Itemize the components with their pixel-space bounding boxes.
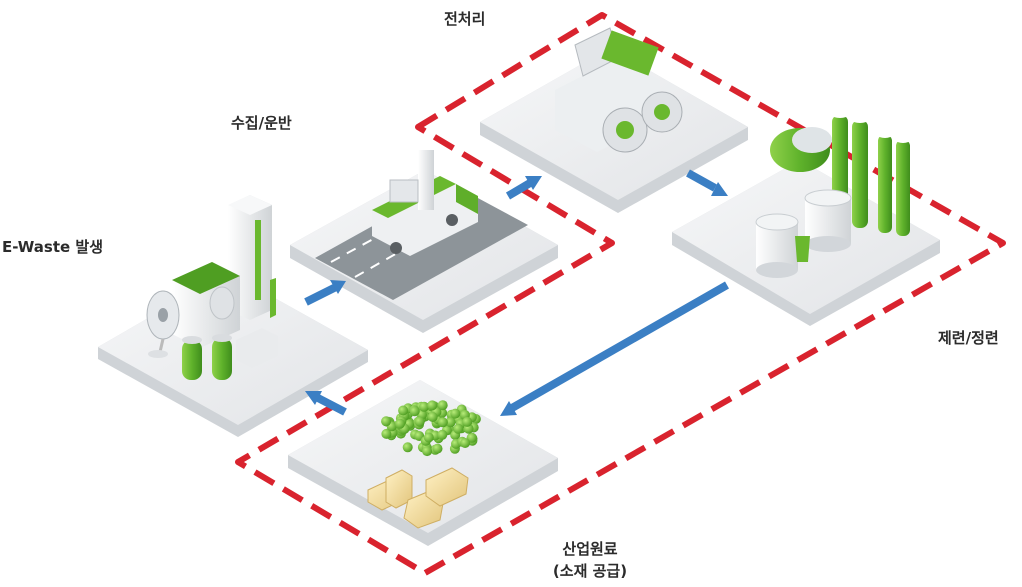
pellet [427,400,438,411]
gold-ingots [367,467,469,529]
arrow-ewaste-to-collection [304,280,346,306]
pellet [460,438,471,448]
arrow-materials-to-ewaste [305,391,347,416]
flow-arrows [304,169,729,416]
pellet [419,401,430,412]
label-materials-line1: 산업원료 [562,540,618,558]
pellet [450,408,461,419]
pellet [423,432,434,443]
label-refining: 제련/정련 [938,329,999,347]
pellet [402,442,413,453]
arrow-refining-to-materials [500,281,729,416]
batteries [182,334,232,380]
pellet [422,446,433,457]
shredder-machine [555,27,683,153]
platform-materials [288,380,558,546]
pellet [427,412,438,422]
pellet [432,443,443,454]
platform-ewaste [98,195,368,437]
label-materials: 산업원료 (소재 공급) [540,538,640,582]
pellet [437,417,448,428]
label-materials-line2: (소재 공급) [552,562,628,580]
pellet [466,432,477,443]
label-pretreatment: 전처리 [444,10,486,28]
pellet [445,417,456,428]
cylindrical-tanks [755,189,852,278]
pellet [409,406,420,417]
platform-pretreatment [480,27,748,213]
washing-machine [172,262,240,348]
arrow-collection-to-pretreatment [505,176,542,200]
label-collection: 수집/운반 [231,114,292,132]
pellet [381,416,392,427]
pellet [437,400,448,411]
circular-loop-dashed-path [235,12,1006,576]
pellet [398,405,409,416]
pellet [414,416,425,427]
truck [372,150,478,256]
pellet [437,429,448,440]
pellet [462,416,473,427]
pellet [453,423,464,434]
arrow-pretreatment-to-refining [686,169,728,196]
pellet [381,428,392,439]
label-ewaste: E-Waste 발생 [2,238,104,256]
ladle-crucible [770,127,832,172]
platform-collection [290,150,558,333]
platform-refining [672,112,940,326]
green-pellets-pile [381,400,481,457]
electric-fan [146,290,180,358]
pellet [395,418,405,429]
